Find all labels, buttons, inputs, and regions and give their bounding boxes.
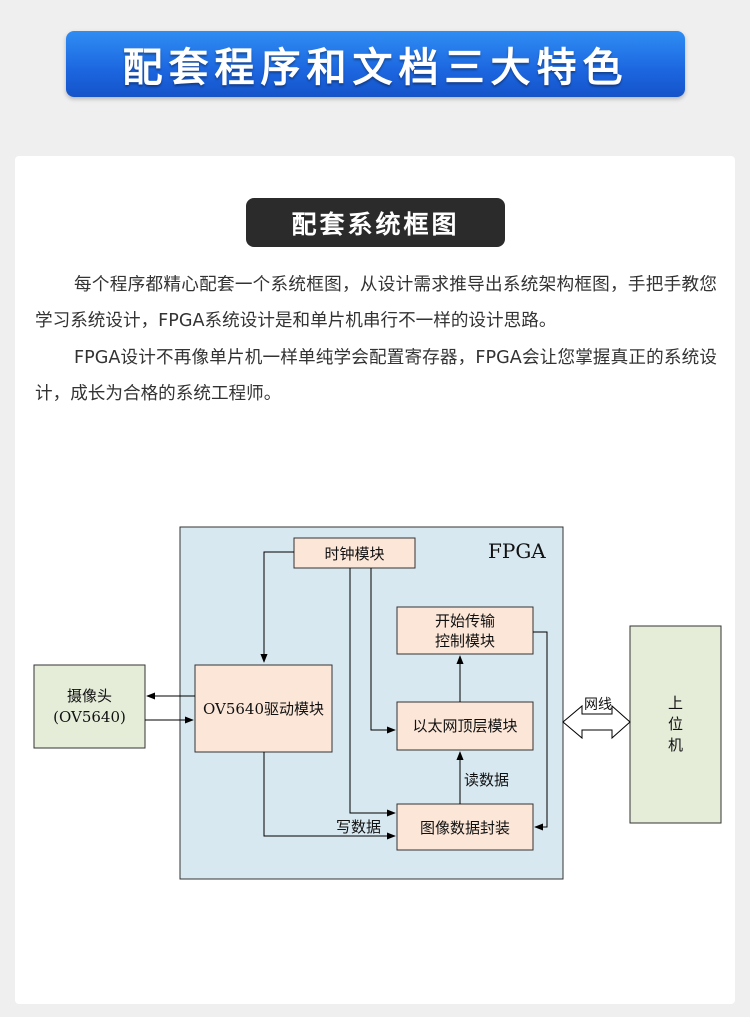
intro-paragraph-1: 每个程序都精心配套一个系统框图，从设计需求推导出系统架构框图，手把手教您学习系统…: [35, 275, 717, 331]
start-control-label-2: 控制模块: [435, 632, 495, 650]
start-control-label-1: 开始传输: [435, 612, 495, 630]
section-title-badge: 配套系统框图: [246, 198, 505, 247]
host-box: [629, 625, 722, 824]
clock-to-ethernet-arrow: [370, 568, 396, 734]
start-to-imagepack-arrow: [533, 631, 548, 831]
image-pack-box: [396, 803, 534, 851]
intro-paragraph-2: FPGA设计不再像单片机一样单纯学会配置寄存器，FPGA会让您掌握真正的系统设计…: [35, 348, 717, 404]
camera-model-label: (OV5640): [53, 708, 126, 726]
read-data-label: 读数据: [464, 771, 509, 789]
host-label-1: 上: [668, 694, 683, 712]
host-label-2: 位: [668, 715, 683, 733]
fpga-label: FPGA: [488, 539, 546, 563]
host-label-3: 机: [668, 736, 683, 754]
ethernet-top-label: 以太网顶层模块: [412, 717, 517, 735]
start-control-box: [396, 606, 534, 655]
title-banner: 配套程序和文档三大特色: [66, 31, 685, 97]
write-data-label: 写数据: [336, 818, 381, 836]
clock-to-driver-arrow: [260, 551, 294, 663]
section-title: 配套系统框图: [291, 209, 460, 239]
ethernet-top-box: [396, 701, 534, 751]
clock-module-label: 时钟模块: [324, 545, 384, 563]
driver-to-imagepack-arrow: [263, 752, 396, 840]
clock-module-box: [293, 537, 416, 569]
banner-title: 配套程序和文档三大特色: [122, 45, 629, 91]
camera-box: [33, 664, 146, 749]
clock-to-imagepack-arrow: [349, 568, 396, 817]
network-cable-arrow: [562, 704, 631, 740]
network-label: 网线: [584, 697, 612, 713]
ov5640-driver-label: OV5640驱动模块: [203, 700, 324, 718]
image-pack-label: 图像数据封装: [420, 819, 510, 837]
camera-label: 摄像头: [67, 687, 112, 705]
